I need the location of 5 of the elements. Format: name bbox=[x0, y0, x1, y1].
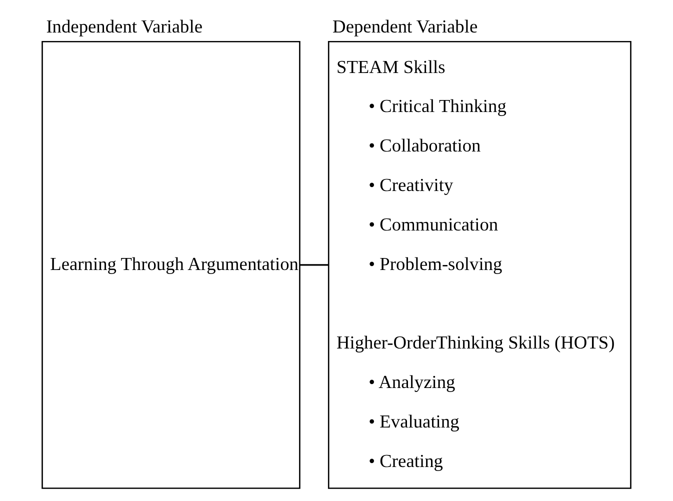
node-box: Learning Through Argumentation bbox=[42, 40, 300, 489]
connector bbox=[300, 264, 329, 266]
node-box: STEAM Skills • Critical Thinking • Collaboration • Creativity • Communication • Problem-solving Higher-OrderThinking Skills (HOTS) • Analyzing • Evaluating • Creating bbox=[328, 40, 632, 489]
node-label: Dependent Variable bbox=[332, 16, 478, 37]
node-label: Independent Variable bbox=[46, 16, 202, 37]
